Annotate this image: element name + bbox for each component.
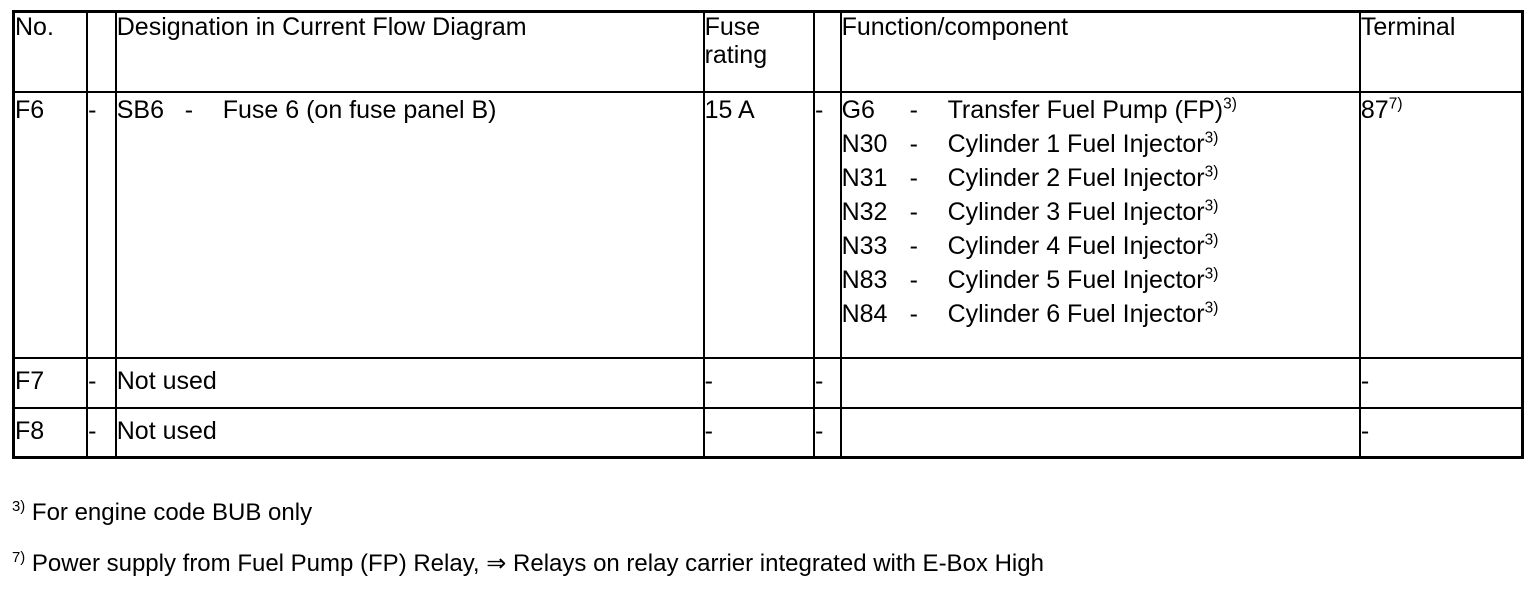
cell-function-component bbox=[839, 406, 1361, 459]
function-item: N83-Cylinder 5 Fuel Injector3) bbox=[842, 263, 1359, 297]
function-item-code: N33 bbox=[841, 231, 888, 260]
cell-fuse-number: F7 bbox=[12, 356, 89, 409]
function-item-separator: - bbox=[909, 129, 918, 158]
column-header-dash-1 bbox=[86, 10, 117, 93]
column-header-designation: Designation in Current Flow Diagram bbox=[114, 10, 705, 93]
footnote-marker: 3) bbox=[12, 499, 26, 515]
function-item-text: Cylinder 2 Fuel Injector bbox=[947, 163, 1205, 192]
column-header-function-component: Function/component bbox=[839, 10, 1361, 93]
function-item: N32-Cylinder 3 Fuel Injector3) bbox=[842, 195, 1359, 229]
column-header-no: No. bbox=[12, 10, 89, 93]
cell-terminal: - bbox=[1358, 356, 1524, 409]
function-item-text: Cylinder 6 Fuel Injector bbox=[947, 299, 1205, 328]
cell-dash-1: - bbox=[86, 406, 117, 459]
function-item: G6 -Transfer Fuel Pump (FP)3) bbox=[842, 93, 1359, 127]
cell-fuse-rating: - bbox=[702, 406, 815, 459]
cell-function-component bbox=[839, 356, 1361, 409]
function-item-footnote-ref: 3) bbox=[1204, 299, 1219, 317]
fuse-assignment-table: No. Designation in Current Flow Diagram … bbox=[12, 10, 1524, 459]
column-header-terminal: Terminal bbox=[1358, 10, 1524, 93]
function-item-separator: - bbox=[909, 265, 918, 294]
column-header-fuse-rating: Fuse rating bbox=[702, 10, 815, 93]
function-item-separator: - bbox=[909, 95, 918, 124]
footnote-text: Power supply from Fuel Pump (FP) Relay, … bbox=[31, 550, 1044, 577]
cell-designation: SB6-Fuse 6 (on fuse panel B) bbox=[114, 90, 705, 359]
cell-fuse-rating: 15 A bbox=[702, 90, 815, 359]
table-row: F6 - SB6-Fuse 6 (on fuse panel B) 15 A -… bbox=[12, 90, 1524, 359]
footnote-7: 7) Power supply from Fuel Pump (FP) Rela… bbox=[12, 551, 1522, 576]
function-item-code: N83 bbox=[841, 265, 888, 294]
table-row: F7 - Not used - - - bbox=[12, 356, 1524, 409]
cell-terminal: - bbox=[1358, 406, 1524, 459]
designation-text: Fuse 6 (on fuse panel B) bbox=[222, 95, 497, 124]
function-item-footnote-ref: 3) bbox=[1204, 197, 1219, 215]
function-item: N30-Cylinder 1 Fuel Injector3) bbox=[842, 127, 1359, 161]
cell-fuse-rating: - bbox=[702, 356, 815, 409]
function-item-code: N84 bbox=[841, 299, 888, 328]
function-item-code: N30 bbox=[841, 129, 888, 158]
function-item-code: N32 bbox=[841, 197, 888, 226]
cell-designation: Not used bbox=[114, 406, 705, 459]
function-item-code: G6 bbox=[841, 95, 875, 124]
designation-code: SB6 bbox=[116, 95, 164, 124]
column-header-fuse-rating-line-2: rating bbox=[704, 41, 768, 69]
function-item-text: Transfer Fuel Pump (FP) bbox=[947, 95, 1224, 124]
designation-line: SB6-Fuse 6 (on fuse panel B) bbox=[117, 93, 703, 127]
table-header-row: No. Designation in Current Flow Diagram … bbox=[12, 10, 1524, 93]
function-item: N84-Cylinder 6 Fuel Injector3) bbox=[842, 297, 1359, 331]
terminal-value: 87 bbox=[1360, 95, 1389, 124]
function-item-text: Cylinder 5 Fuel Injector bbox=[947, 265, 1205, 294]
function-item-footnote-ref: 3) bbox=[1223, 95, 1237, 113]
cell-fuse-number: F8 bbox=[12, 406, 89, 459]
cell-dash-1: - bbox=[86, 356, 117, 409]
column-header-dash-2 bbox=[813, 10, 842, 93]
cell-terminal: 877) bbox=[1358, 90, 1524, 359]
cell-fuse-number: F6 bbox=[12, 90, 89, 359]
function-item-separator: - bbox=[909, 197, 918, 226]
footnote-marker: 7) bbox=[12, 550, 26, 566]
footnote-text: For engine code BUB only bbox=[31, 499, 313, 526]
cell-dash-2: - bbox=[813, 406, 842, 459]
footnotes-block: 3) For engine code BUB only 7) Power sup… bbox=[12, 500, 1522, 602]
function-item-footnote-ref: 3) bbox=[1204, 231, 1219, 249]
function-item-text: Cylinder 1 Fuel Injector bbox=[947, 129, 1205, 158]
designation-separator: - bbox=[184, 95, 194, 124]
function-item-code: N31 bbox=[841, 163, 888, 192]
function-item-separator: - bbox=[909, 231, 918, 260]
cell-dash-1: - bbox=[86, 90, 117, 359]
function-item-text: Cylinder 3 Fuel Injector bbox=[947, 197, 1205, 226]
function-item-footnote-ref: 3) bbox=[1204, 163, 1219, 181]
function-item-text: Cylinder 4 Fuel Injector bbox=[947, 231, 1205, 260]
function-item-separator: - bbox=[909, 163, 918, 192]
function-item: N33-Cylinder 4 Fuel Injector3) bbox=[842, 229, 1359, 263]
function-item-separator: - bbox=[909, 299, 918, 328]
footnote-3: 3) For engine code BUB only bbox=[12, 500, 1522, 525]
cell-dash-2: - bbox=[813, 90, 842, 359]
function-item-footnote-ref: 3) bbox=[1204, 129, 1219, 147]
cell-dash-2: - bbox=[813, 356, 842, 409]
cell-function-component: G6-Transfer Fuel Pump (FP)3) N30-Cylinde… bbox=[839, 90, 1361, 359]
terminal-footnote-ref: 7) bbox=[1388, 95, 1403, 113]
column-header-fuse-rating-line-1: Fuse bbox=[704, 13, 761, 41]
table-row: F8 - Not used - - - bbox=[12, 406, 1524, 459]
cell-designation: Not used bbox=[114, 356, 705, 409]
function-item: N31-Cylinder 2 Fuel Injector3) bbox=[842, 161, 1359, 195]
function-item-footnote-ref: 3) bbox=[1204, 265, 1219, 283]
